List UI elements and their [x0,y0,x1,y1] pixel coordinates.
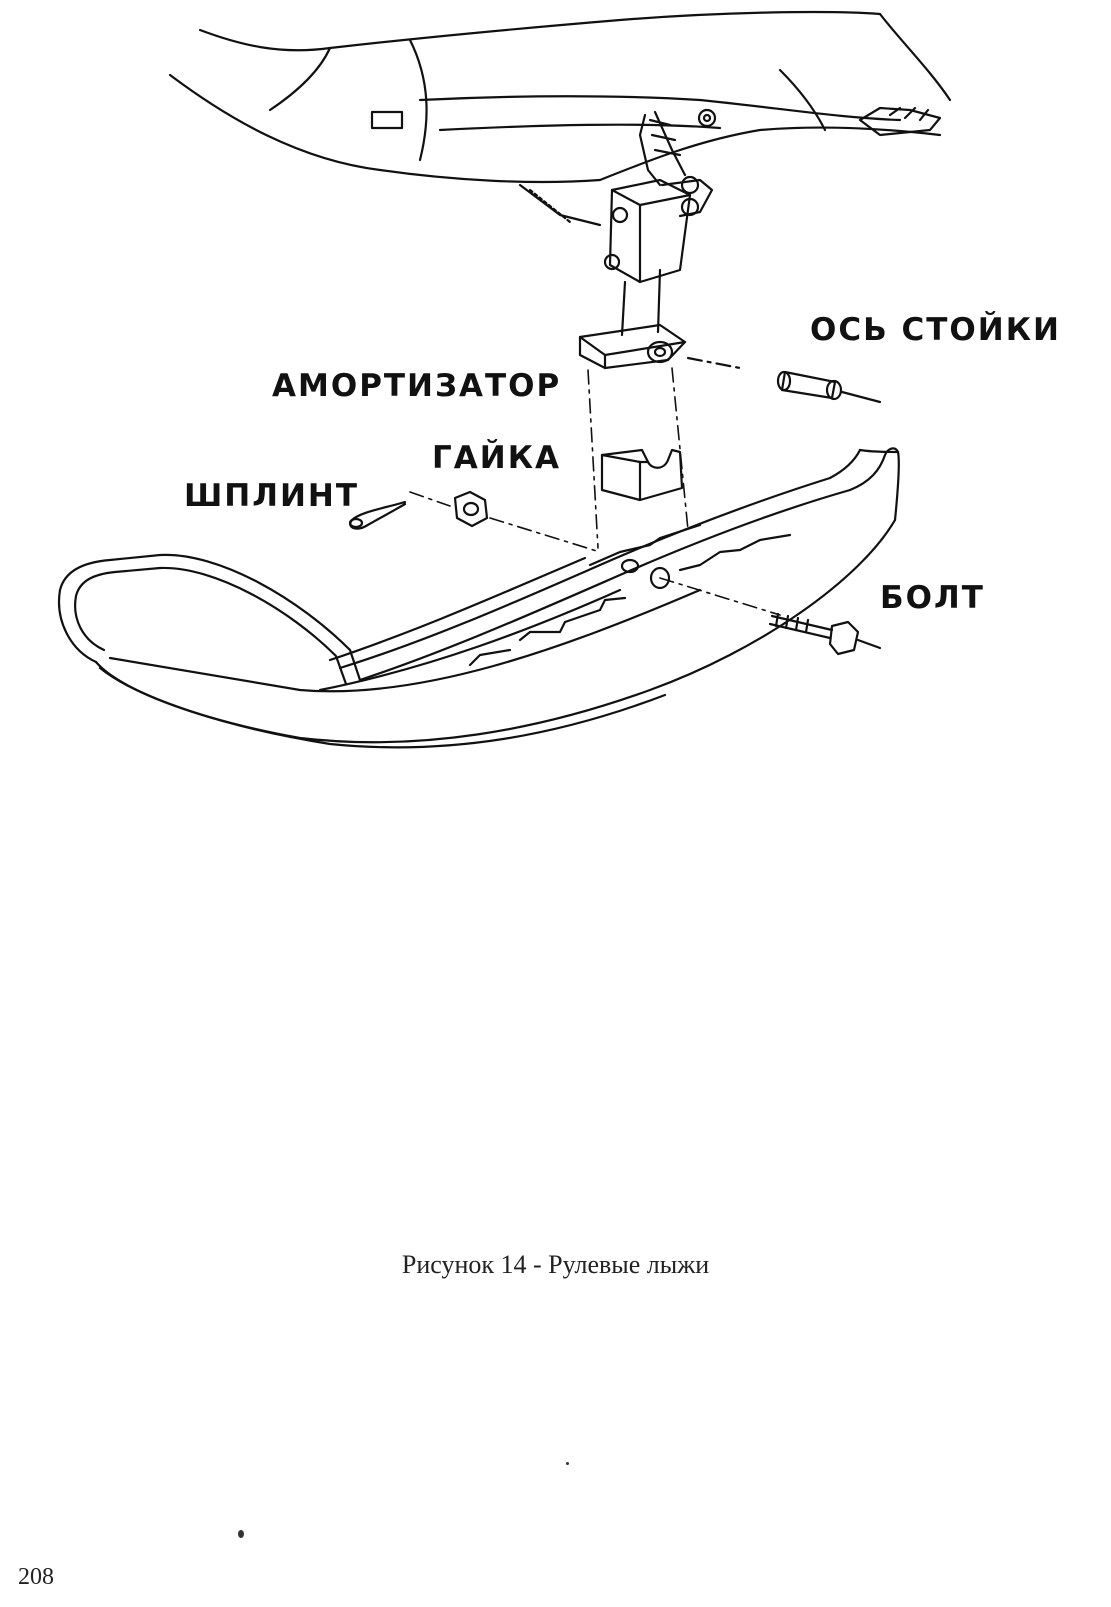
label-axle: ОСЬ СТОЙКИ [810,312,1062,348]
castle-nut [453,490,489,528]
label-cotter-pin: ШПЛИНТ [184,478,360,514]
saddle-bushing [600,448,684,502]
figure-caption: Рисунок 14 - Рулевые лыжи [401,1250,710,1279]
steering-ski-exploded-diagram [57,10,952,749]
page-number: 208 [18,1564,54,1590]
ski [57,447,900,749]
axle-pin [686,356,882,404]
leader-lines [409,367,781,616]
label-nut: ГАЙКА [432,440,562,476]
scan-speck [238,1530,244,1538]
label-bolt: БОЛТ [880,580,985,616]
bolt [768,612,882,656]
cotter-pin [348,500,407,530]
shock-absorber-assembly [578,110,714,370]
snowmobile-body [168,10,952,227]
label-shock-absorber: АМОРТИЗАТОР [272,368,562,404]
scan-speck [566,1462,569,1465]
